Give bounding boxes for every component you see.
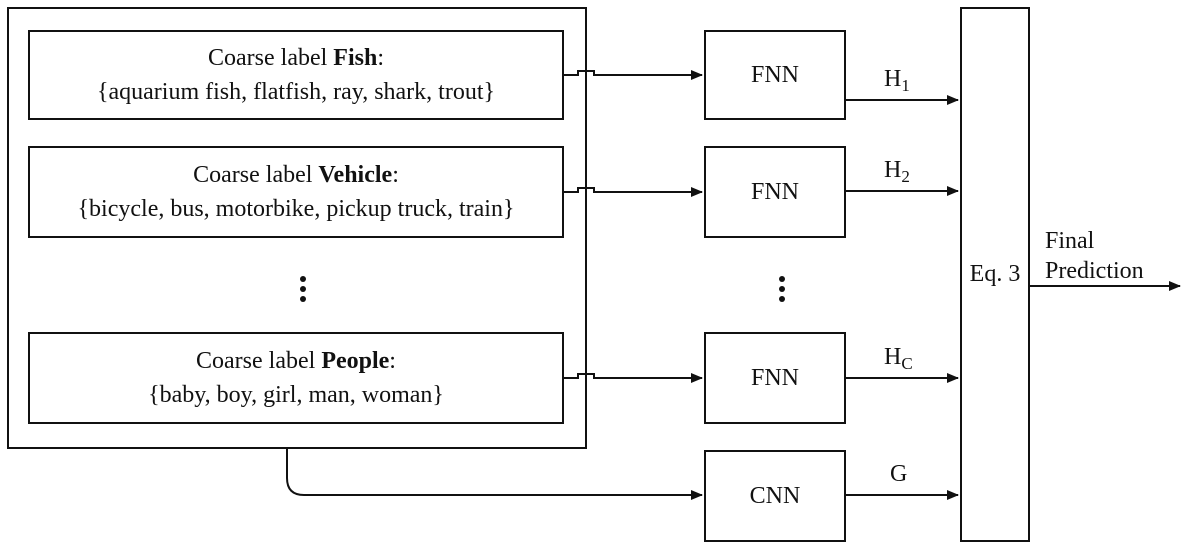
cnn-box: CNN	[704, 450, 846, 542]
output-label-hc: HC	[884, 344, 913, 373]
coarse-label-prefix: Coarse label	[196, 348, 322, 374]
coarse-label-name: People	[321, 348, 390, 374]
coarse-label-members: {baby, boy, girl, man, woman}	[148, 382, 444, 408]
output-label-g: G	[890, 461, 908, 487]
fnn-box-c: FNN	[704, 332, 846, 424]
coarse-label-suffix: :	[377, 45, 384, 71]
vertical-ellipsis-right	[779, 276, 785, 306]
coarse-label-members: {bicycle, bus, motorbike, pickup truck, …	[77, 196, 515, 222]
coarse-label-members: {aquarium fish, flatfish, ray, shark, tr…	[96, 79, 496, 105]
coarse-label-prefix: Coarse label	[193, 162, 319, 188]
output-label-h2: H2	[884, 157, 910, 186]
coarse-label-group	[7, 7, 587, 449]
coarse-label-name: Vehicle	[318, 162, 393, 188]
coarse-label-box-people: Coarse label People: {baby, boy, girl, m…	[28, 332, 564, 424]
coarse-label-suffix: :	[389, 348, 396, 374]
output-label-h1: H1	[884, 66, 910, 95]
coarse-label-box-fish: Coarse label Fish: {aquarium fish, flatf…	[28, 30, 564, 120]
final-prediction-label: Final Prediction	[1045, 228, 1144, 284]
coarse-label-suffix: :	[392, 162, 399, 188]
vertical-ellipsis-left	[300, 276, 306, 306]
coarse-label-name: Fish	[333, 45, 378, 71]
fnn-box-1: FNN	[704, 30, 846, 120]
coarse-label-prefix: Coarse label	[208, 45, 334, 71]
fnn-box-2: FNN	[704, 146, 846, 238]
wire-outer-to-cnn	[286, 449, 703, 500]
equation-combiner-box: Eq. 3	[960, 7, 1030, 542]
coarse-label-box-vehicle: Coarse label Vehicle: {bicycle, bus, mot…	[28, 146, 564, 238]
